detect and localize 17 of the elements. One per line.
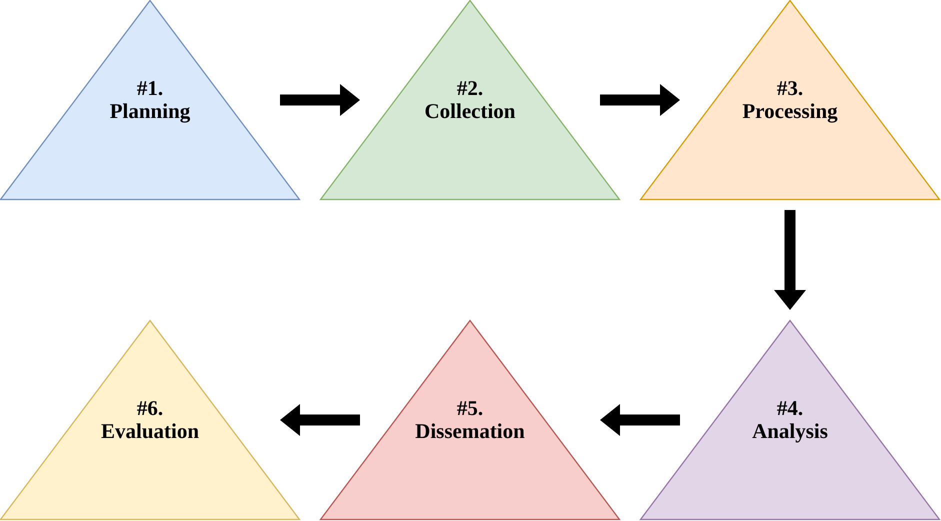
- block-arrow: [280, 84, 360, 116]
- block-arrow: [600, 404, 680, 436]
- step-label: #1. Planning: [110, 77, 190, 123]
- step-label: #6. Evaluation: [100, 397, 200, 443]
- triangle-shape: [320, 320, 620, 520]
- triangle-shape: [320, 0, 620, 200]
- triangle-shape: [640, 320, 940, 520]
- step-label: #3. Processing: [742, 77, 838, 123]
- triangle-shape: [0, 320, 300, 520]
- triangle-shape: [0, 0, 300, 200]
- step-label: #5. Dissemation: [415, 397, 525, 443]
- step-label: #2. Collection: [424, 77, 516, 123]
- step-label: #4. Analysis: [752, 397, 828, 443]
- block-arrow: [280, 404, 360, 436]
- block-arrow: [774, 210, 806, 310]
- block-arrow: [600, 84, 680, 116]
- triangle-shape: [640, 0, 940, 200]
